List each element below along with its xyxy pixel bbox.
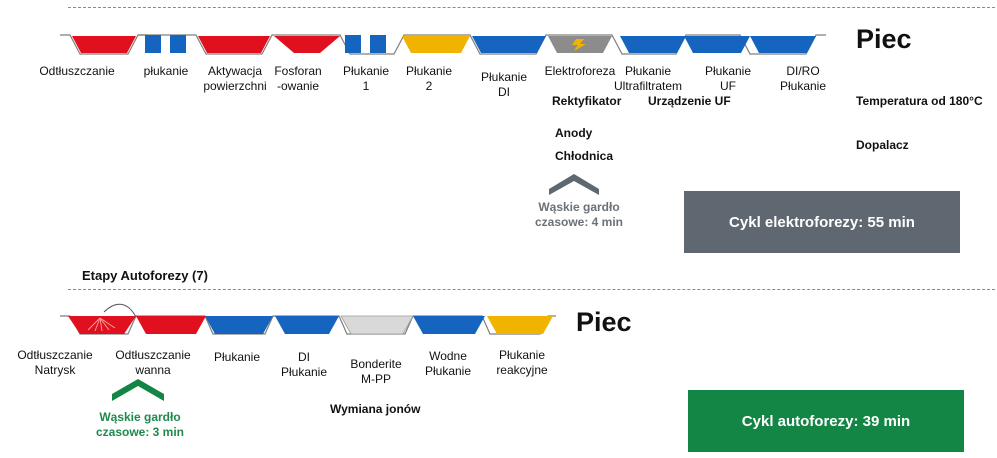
middle-separator	[68, 289, 995, 290]
stage-label: Elektroforeza	[544, 64, 616, 78]
trough-bath-degreasing	[136, 316, 206, 334]
stage-label: Płukanie 1	[342, 64, 390, 93]
electrocoat-cycle-box: Cykl elektroforezy: 55 min	[684, 191, 960, 253]
bottleneck-note: Wąskie gardło czasowe: 3 min	[95, 410, 185, 439]
trough-rinse-di	[472, 36, 546, 53]
trough-phosphating	[274, 36, 340, 53]
bottleneck-note: Wąskie gardło czasowe: 4 min	[534, 200, 624, 229]
lightning-icon	[572, 39, 586, 51]
stage-label: Odtłuszczanie wanna	[115, 348, 191, 377]
stage-label: Wodne Płukanie	[424, 349, 472, 378]
oven-label: Piec	[576, 307, 632, 337]
stage-label: Odtłuszczanie	[39, 64, 115, 78]
stage-label: Aktywacja powierzchni	[203, 64, 267, 93]
trough-water-rinse	[413, 316, 485, 334]
chevron-up-icon	[549, 174, 599, 195]
trough-reactive-rinse	[487, 316, 553, 334]
stage-label: Płukanie 2	[405, 64, 453, 93]
trough-rinse-2	[402, 36, 470, 53]
trough-degreasing	[72, 36, 136, 53]
chevron-up-icon	[112, 379, 164, 401]
stage-label: Płukanie Ultrafiltratem	[613, 64, 682, 93]
trough-rinse	[205, 316, 273, 334]
uf-device-label: Urządzenie UF	[648, 94, 731, 108]
stage-label: Fosforan -owanie	[274, 64, 322, 93]
trough-bonderite	[340, 315, 414, 335]
spray-connector	[103, 303, 137, 318]
trough-activation	[198, 36, 270, 53]
tank-rinse-a	[145, 35, 161, 53]
tank-rinse-1a	[345, 35, 361, 53]
trough-ultrafiltrate	[620, 36, 686, 53]
stage-label: DI Płukanie	[280, 350, 328, 379]
stage-label: Płukanie	[213, 350, 261, 364]
stage-label: Płukanie DI	[480, 70, 528, 99]
trough-spray-degreasing	[68, 316, 136, 334]
stage-label: Odtłuszczanie Natrysk	[17, 348, 93, 377]
stage-label: Płukanie UF	[704, 64, 752, 93]
trough-uf	[684, 36, 750, 53]
temperature-label: Temperatura od 180°C	[856, 94, 983, 108]
rectifier-label: Rektyfikator	[552, 94, 622, 108]
stage-label: płukanie	[143, 64, 189, 78]
top-separator	[68, 7, 995, 8]
trough-diro	[750, 36, 816, 53]
tank-rinse-1b	[370, 35, 386, 53]
section-title: Etapy Autoforezy (7)	[82, 268, 208, 283]
ion-exchange-label: Wymiana jonów	[330, 402, 421, 416]
spray-icon	[87, 317, 116, 332]
stage-label: DI/RO Płukanie	[779, 64, 827, 93]
anodes-label: Anody	[555, 126, 593, 140]
oven-label: Piec	[856, 24, 912, 54]
stage-label: Płukanie reakcyjne	[496, 348, 548, 377]
afterburner-label: Dopalacz	[856, 138, 909, 152]
autophoresis-cycle-box: Cykl autoforezy: 39 min	[688, 390, 964, 452]
cooler-label: Chłodnica	[555, 149, 614, 163]
tank-rinse-b	[170, 35, 186, 53]
stage-label: Bonderite M-PP	[350, 357, 402, 386]
trough-di-rinse	[275, 316, 339, 334]
